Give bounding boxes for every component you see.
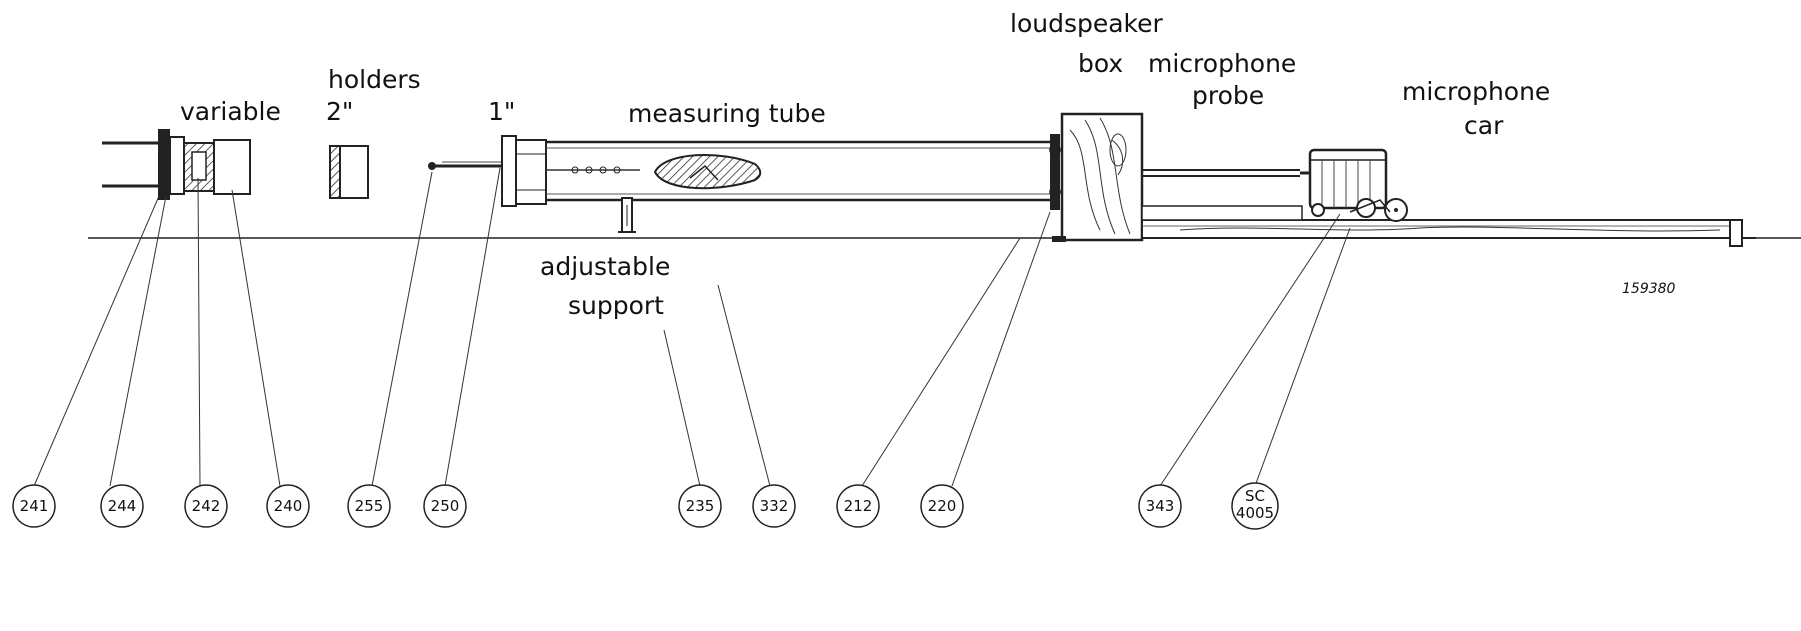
svg-text:235: 235 [686, 497, 715, 515]
callout-sc-4005: SC 4005 [1231, 482, 1279, 530]
leader-lines [33, 167, 1351, 487]
svg-text:244: 244 [108, 497, 137, 515]
microphone-car [1308, 148, 1408, 222]
drawing-number: 159380 [1622, 281, 1676, 297]
label-microphone-probe-1: microphone [1148, 49, 1296, 78]
label-adjustable: adjustable [540, 252, 670, 281]
callout-250: 250 [423, 484, 467, 528]
callout-242: 242 [184, 484, 228, 528]
label-support: support [568, 291, 664, 320]
svg-text:250: 250 [431, 497, 460, 515]
label-box: box [1078, 49, 1123, 78]
callout-255: 255 [347, 484, 391, 528]
callout-240: 240 [266, 484, 310, 528]
label-loudspeaker: loudspeaker [1010, 9, 1164, 38]
microphone-probe [1142, 169, 1310, 177]
label-holders: holders [328, 65, 421, 94]
svg-text:SC: SC [1245, 487, 1265, 505]
callout-343: 343 [1138, 484, 1182, 528]
callout-332: 332 [752, 484, 796, 528]
variable-holder-assembly [102, 129, 251, 200]
svg-text:220: 220 [928, 497, 957, 515]
svg-text:242: 242 [192, 497, 221, 515]
callout-244: 244 [100, 484, 144, 528]
svg-text:343: 343 [1146, 497, 1175, 515]
callout-235: 235 [678, 484, 722, 528]
label-2-inch: 2" [326, 97, 353, 126]
label-car: car [1464, 111, 1504, 140]
label-probe: probe [1192, 81, 1264, 110]
label-1-inch: 1" [488, 97, 515, 126]
loudspeaker-box [1052, 112, 1144, 242]
callout-220: 220 [920, 484, 964, 528]
label-measuring-tube: measuring tube [628, 99, 826, 128]
svg-text:212: 212 [844, 497, 873, 515]
rail-bench [1141, 205, 1756, 247]
adjustable-support [618, 197, 636, 233]
svg-text:240: 240 [274, 497, 303, 515]
callout-241: 241 [12, 484, 56, 528]
label-variable: variable [180, 97, 281, 126]
callout-212: 212 [836, 484, 880, 528]
measuring-tube [501, 134, 1061, 210]
holder-1-inch [428, 161, 502, 170]
holder-2-inch [329, 145, 369, 199]
label-microphone-car-1: microphone [1402, 77, 1550, 106]
svg-text:241: 241 [20, 497, 49, 515]
svg-text:4005: 4005 [1236, 504, 1274, 522]
svg-text:332: 332 [760, 497, 789, 515]
svg-text:255: 255 [355, 497, 384, 515]
